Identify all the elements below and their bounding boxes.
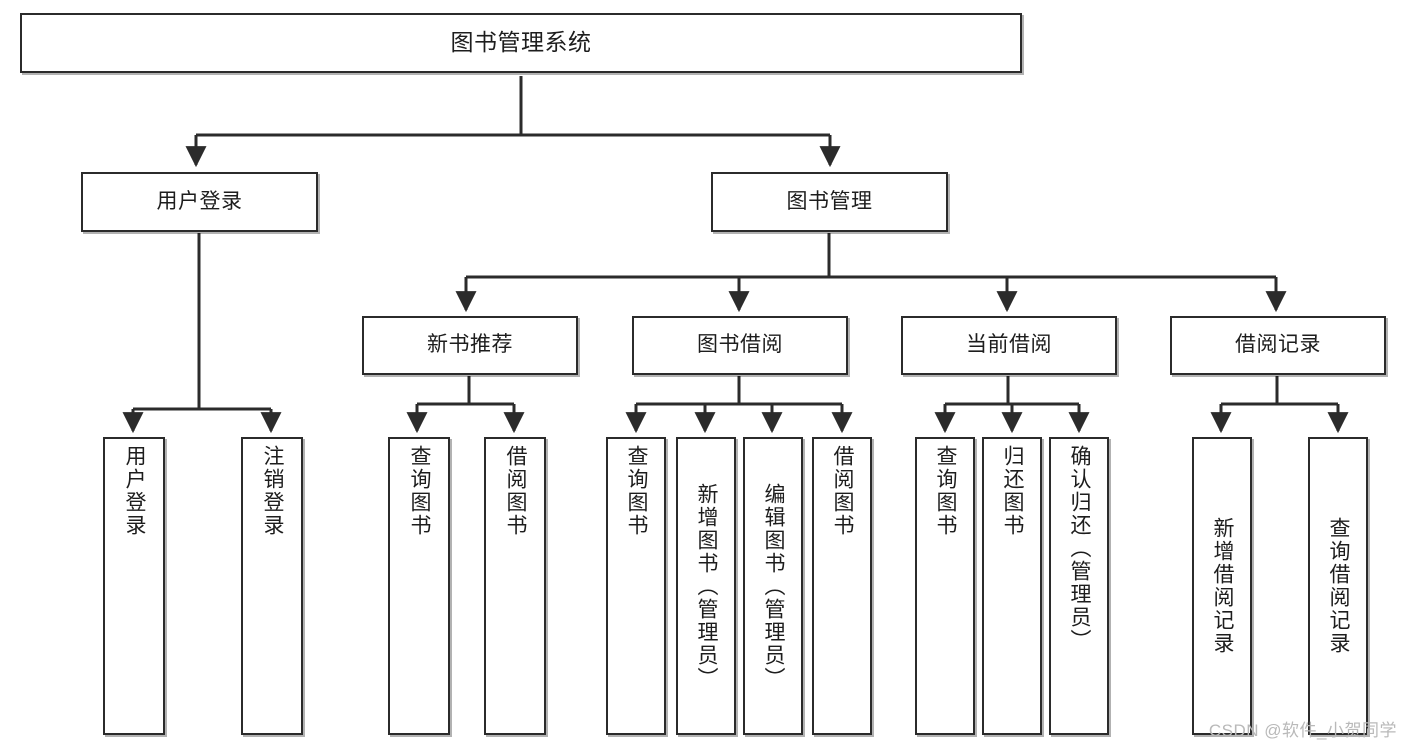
leaf-borrow-borrow-book[interactable]: 借阅图书 bbox=[812, 437, 872, 735]
node-label: 新增借阅记录 bbox=[1211, 517, 1235, 655]
node-label: 新增图书（管理员） bbox=[695, 482, 719, 690]
node-label: 查询借阅记录 bbox=[1327, 517, 1351, 655]
node-borrow-record[interactable]: 借阅记录 bbox=[1170, 316, 1386, 375]
leaf-user-login-login[interactable]: 用户登录 bbox=[103, 437, 165, 735]
leaf-borrow-query-book[interactable]: 查询图书 bbox=[606, 437, 666, 735]
leaf-record-add-record[interactable]: 新增借阅记录 bbox=[1192, 437, 1252, 735]
node-label: 确认归还（管理员） bbox=[1068, 445, 1092, 652]
node-book-management[interactable]: 图书管理 bbox=[711, 172, 948, 232]
leaf-borrow-add-book-admin[interactable]: 新增图书（管理员） bbox=[676, 437, 736, 735]
node-label: 查询图书 bbox=[625, 445, 649, 537]
leaf-record-query-record[interactable]: 查询借阅记录 bbox=[1308, 437, 1368, 735]
leaf-user-login-logout[interactable]: 注销登录 bbox=[241, 437, 303, 735]
node-current-borrow[interactable]: 当前借阅 bbox=[901, 316, 1117, 375]
node-label: 图书管理系统 bbox=[450, 29, 592, 56]
node-user-login[interactable]: 用户登录 bbox=[81, 172, 318, 232]
node-label: 注销登录 bbox=[261, 445, 285, 537]
leaf-current-confirm-return-admin[interactable]: 确认归还（管理员） bbox=[1049, 437, 1109, 735]
node-label: 当前借阅 bbox=[966, 333, 1052, 357]
node-label: 图书管理 bbox=[786, 189, 873, 213]
node-label: 归还图书 bbox=[1001, 445, 1025, 537]
node-label: 编辑图书（管理员） bbox=[762, 482, 786, 690]
leaf-recommend-query-book[interactable]: 查询图书 bbox=[388, 437, 450, 735]
node-book-borrow[interactable]: 图书借阅 bbox=[632, 316, 848, 375]
csdn-watermark: CSDN @软件_小贺同学 bbox=[1208, 721, 1397, 740]
leaf-current-return-book[interactable]: 归还图书 bbox=[982, 437, 1042, 735]
node-label: 新书推荐 bbox=[427, 333, 513, 357]
node-label: 用户登录 bbox=[156, 189, 243, 213]
node-new-book-recommend[interactable]: 新书推荐 bbox=[362, 316, 578, 375]
node-label: 用户登录 bbox=[123, 445, 147, 537]
leaf-borrow-edit-book-admin[interactable]: 编辑图书（管理员） bbox=[743, 437, 803, 735]
node-label: 借阅图书 bbox=[504, 445, 528, 537]
node-label: 查询图书 bbox=[934, 445, 958, 537]
leaf-recommend-borrow-book[interactable]: 借阅图书 bbox=[484, 437, 546, 735]
node-label: 借阅记录 bbox=[1235, 333, 1321, 357]
node-label: 借阅图书 bbox=[831, 445, 855, 537]
node-label: 查询图书 bbox=[408, 445, 432, 537]
leaf-current-query-book[interactable]: 查询图书 bbox=[915, 437, 975, 735]
node-label: 图书借阅 bbox=[697, 333, 783, 357]
node-root-system[interactable]: 图书管理系统 bbox=[20, 13, 1022, 73]
